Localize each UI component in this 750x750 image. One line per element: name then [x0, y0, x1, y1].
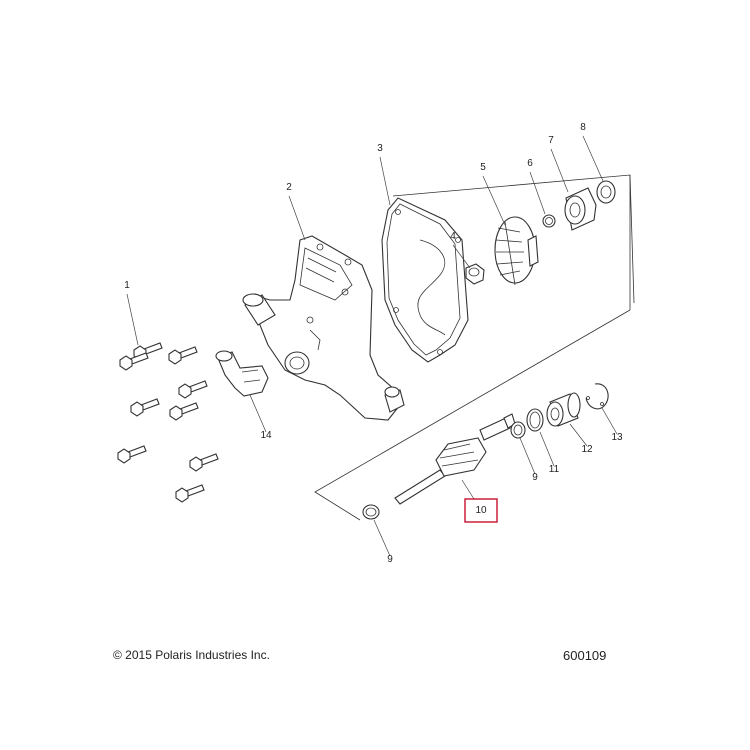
impeller-nut-part[interactable] [465, 263, 485, 285]
leader-line-c9a [519, 437, 536, 475]
drawing-number: 600109 [563, 648, 607, 663]
leader-lines [126, 135, 618, 557]
callout-label-c1[interactable]: 1 [124, 280, 130, 291]
water-pump-shaft-part[interactable] [394, 413, 516, 505]
oil-seal-part[interactable] [596, 180, 616, 204]
bolt-9[interactable] [175, 484, 205, 503]
callout-label-c6[interactable]: 6 [527, 158, 533, 169]
leader-line-c7 [550, 148, 569, 193]
pump-housing-part[interactable] [242, 235, 405, 421]
small-seal-ring-part[interactable] [542, 214, 556, 228]
callout-label-c5[interactable]: 5 [480, 162, 486, 173]
selected-part-highlight[interactable] [464, 498, 498, 523]
leader-line-c4 [452, 244, 471, 269]
perspective-frame [314, 174, 635, 521]
callout-label-c12[interactable]: 12 [581, 444, 593, 455]
leader-line-c11 [539, 431, 555, 467]
callout-label-c9b[interactable]: 9 [387, 554, 393, 565]
leader-line-c5 [482, 175, 506, 226]
callout-label-c11[interactable]: 11 [549, 464, 560, 475]
thrust-washer-part-lower[interactable] [362, 504, 380, 520]
bolt-4[interactable] [178, 380, 208, 399]
bolt-6[interactable] [169, 402, 199, 421]
callout-label-c3[interactable]: 3 [377, 143, 383, 154]
copyright-notice: © 2015 Polaris Industries Inc. [113, 648, 270, 662]
gasket-part[interactable] [381, 197, 469, 363]
callout-label-c2[interactable]: 2 [286, 182, 292, 193]
thrust-washer-part[interactable] [510, 421, 526, 439]
elbow-fitting-part[interactable] [215, 350, 269, 397]
callout-label-c9a[interactable]: 9 [532, 472, 538, 483]
snap-ring-part[interactable] [585, 383, 609, 410]
bolt-2[interactable] [119, 352, 149, 371]
callout-label-c10[interactable]: 10 [475, 505, 487, 516]
bolt-5[interactable] [130, 398, 160, 417]
leader-line-c13 [601, 407, 618, 435]
leader-line-c1 [126, 293, 139, 346]
leader-line-c12 [569, 423, 588, 447]
leader-line-c14 [249, 394, 267, 433]
mechanical-seal-part[interactable] [564, 187, 597, 231]
leader-line-c2 [288, 195, 306, 241]
leader-line-c10 [461, 479, 475, 500]
bearing-part[interactable] [546, 392, 581, 427]
impeller-part[interactable] [494, 216, 539, 286]
bolt-3[interactable] [168, 346, 198, 365]
leader-line-c3 [379, 156, 391, 206]
callout-label-c7[interactable]: 7 [548, 135, 554, 146]
callout-label-c4[interactable]: 4 [450, 231, 456, 242]
callout-label-c8[interactable]: 8 [580, 122, 586, 133]
callout-label-c13[interactable]: 13 [611, 432, 623, 443]
callout-label-c14[interactable]: 14 [260, 430, 272, 441]
leader-line-c6 [529, 171, 546, 215]
leader-line-c8 [582, 135, 604, 182]
bolt-7[interactable] [117, 445, 147, 464]
bolts-part[interactable] [117, 342, 219, 503]
bolt-8[interactable] [189, 453, 219, 472]
leader-line-c9b [373, 519, 391, 557]
seal-ring-part[interactable] [526, 408, 544, 432]
